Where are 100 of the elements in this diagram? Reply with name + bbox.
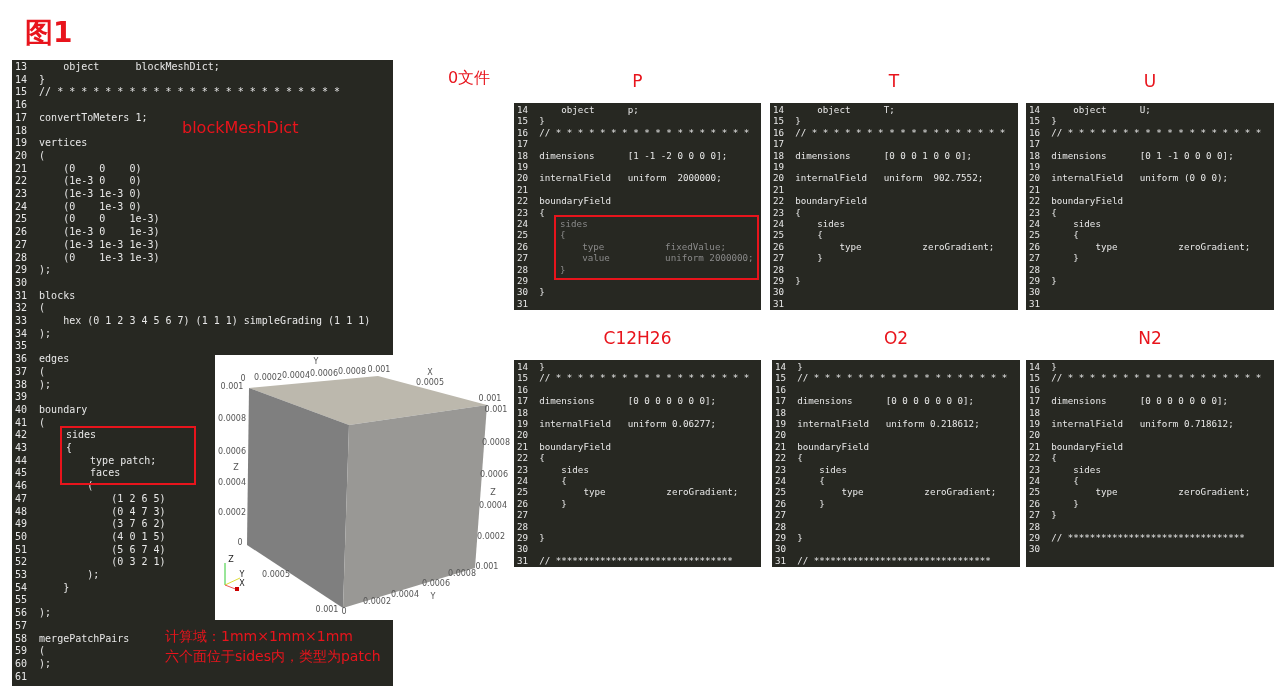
code-line: 28	[1029, 263, 1041, 275]
code-line: 18 dimensions [0 0 0 1 0 0 0];	[773, 149, 973, 161]
code-line: 30	[15, 276, 28, 290]
axis-tick-label: Z	[490, 488, 496, 497]
code-line: 31	[773, 297, 785, 310]
code-line: 41 (	[15, 416, 46, 430]
code-line: 30 }	[517, 286, 545, 298]
code-line: 19 internalField uniform 0.06277;	[517, 418, 717, 430]
code-line: 25 {	[773, 229, 823, 241]
code-line: 18 dimensions [1 -1 -2 0 0 0 0];	[517, 149, 728, 161]
code-line: type fixedValue;	[581, 240, 726, 253]
code-line: 28	[517, 520, 529, 532]
code-line: 39	[15, 391, 28, 404]
code-line: 61	[15, 670, 28, 684]
code-line: 27 }	[773, 252, 823, 264]
code-line: 28 (0 1e-3 1e-3)	[15, 251, 160, 265]
code-line: 58 mergePatchPairs	[15, 632, 130, 646]
code-line: 16	[1029, 383, 1041, 396]
code-line: 34 );	[15, 327, 52, 341]
code-line: 26 type zeroGradient;	[1029, 240, 1251, 253]
axis-tick-label: 0.0002	[477, 532, 505, 541]
code-line: 47 (1 2 6 5)	[15, 492, 166, 506]
code-line: 16 // * * * * * * * * * * * * * * * * * *	[517, 126, 750, 139]
code-line: 29	[517, 275, 529, 287]
code-line: 31	[517, 297, 529, 310]
panel-heading: N2	[1137, 327, 1163, 350]
code-line: 29 }	[775, 532, 803, 544]
code-line: 21 boundaryField	[517, 440, 612, 453]
code-line: 35	[15, 340, 28, 354]
code-line: 17	[517, 138, 529, 150]
axis-tick-label: 0.0008	[338, 367, 366, 376]
code-line: 19 internalField uniform 0.218612;	[775, 418, 980, 430]
code-line: 45	[15, 467, 28, 481]
code-line: 14 }	[775, 361, 803, 373]
axis-tick-label: 0.0005	[262, 570, 290, 579]
code-line: 24 {	[1029, 475, 1079, 487]
code-line: 30	[1029, 286, 1041, 298]
code-line: 30	[517, 543, 529, 555]
axis-tick-label: 0	[240, 374, 246, 383]
code-line: 21	[773, 183, 785, 196]
code-line: 24 sides	[1029, 218, 1101, 230]
panel-heading: O2	[882, 327, 910, 350]
code-line: {	[66, 442, 73, 455]
code-line: 24 (0 1e-3 0)	[15, 200, 142, 214]
code-line: 22 {	[517, 452, 545, 464]
code-line: 29 }	[517, 532, 545, 544]
code-line: 32 (	[15, 302, 46, 315]
code-line: 17 dimensions [0 0 0 0 0 0 0];	[1029, 395, 1229, 407]
axis-tick-label: 0.0008	[218, 414, 246, 423]
axis-tick-label: 0.0002	[218, 508, 246, 517]
axis-tick-label: 0	[237, 538, 243, 547]
code-line: 27 }	[1029, 509, 1057, 521]
code-line: 60 );	[15, 657, 52, 671]
code-line: 25 type zeroGradient;	[775, 486, 997, 498]
axis-tick-label: 0.0005	[416, 378, 444, 387]
code-line: 27 (1e-3 1e-3 1e-3)	[15, 238, 160, 252]
code-line: 16	[15, 99, 28, 112]
code-line: sides	[66, 429, 97, 442]
code-line: 18	[775, 406, 787, 418]
code-line: 15 // * * * * * * * * * * * * * * * * * *	[1029, 372, 1262, 384]
code-line: 40 boundary	[15, 403, 88, 417]
code-line: 26	[517, 240, 529, 253]
axis-tick-label: 0.001	[475, 562, 499, 571]
code-line: 33 hex (0 1 2 3 4 5 6 7) (1 1 1) simpleGrading (1 1 1)	[15, 315, 371, 328]
code-line: 28	[1029, 520, 1041, 532]
code-line: 52 (0 3 2 1)	[15, 556, 166, 569]
axis-tick-label: X	[427, 368, 433, 377]
code-line: 17	[1029, 138, 1041, 150]
code-line: 26 }	[517, 497, 567, 510]
code-line: 37 (	[15, 365, 46, 379]
code-line: 57	[15, 619, 28, 633]
code-line: 15 // * * * * * * * * * * * * * * * * * *	[775, 372, 1008, 384]
code-line: 22 boundaryField	[773, 195, 868, 207]
code-line: 20	[775, 429, 787, 441]
code-line: 24	[517, 218, 529, 230]
code-line: 19	[1029, 161, 1041, 173]
axis-tick-label: Y	[239, 570, 245, 579]
code-line: }	[560, 263, 566, 275]
code-line: 26 }	[1029, 497, 1079, 510]
code-line: 25 type zeroGradient;	[517, 486, 739, 498]
code-line: 27	[517, 509, 529, 521]
code-line: 14 }	[517, 361, 545, 373]
code-line: 16 // * * * * * * * * * * * * * * * * * *	[1029, 126, 1262, 139]
code-line: 17 dimensions [0 0 0 0 0 0 0];	[517, 395, 717, 407]
code-line: 49 (3 7 6 2)	[15, 518, 166, 531]
code-line: 17 dimensions [0 0 0 0 0 0 0];	[775, 395, 975, 407]
axis-tick-label: 0.0004	[218, 478, 246, 487]
code-line: 19 vertices	[15, 137, 88, 150]
code-line: 15 }	[1029, 115, 1057, 127]
code-line: 15 }	[773, 115, 801, 127]
code-line: 19	[517, 161, 529, 173]
code-line: 55	[15, 594, 28, 608]
code-line: 29 );	[15, 264, 52, 277]
code-line: 25 type zeroGradient;	[1029, 486, 1251, 498]
code-line: 26 (1e-3 0 1e-3)	[15, 226, 160, 239]
axis-tick-label: 0	[341, 607, 347, 616]
panel-heading: T	[887, 70, 901, 93]
code-line: 20	[1029, 429, 1041, 441]
code-line: 22 {	[1029, 452, 1057, 464]
annotation-text: 六个面位于sides内，类型为patch	[165, 648, 381, 666]
